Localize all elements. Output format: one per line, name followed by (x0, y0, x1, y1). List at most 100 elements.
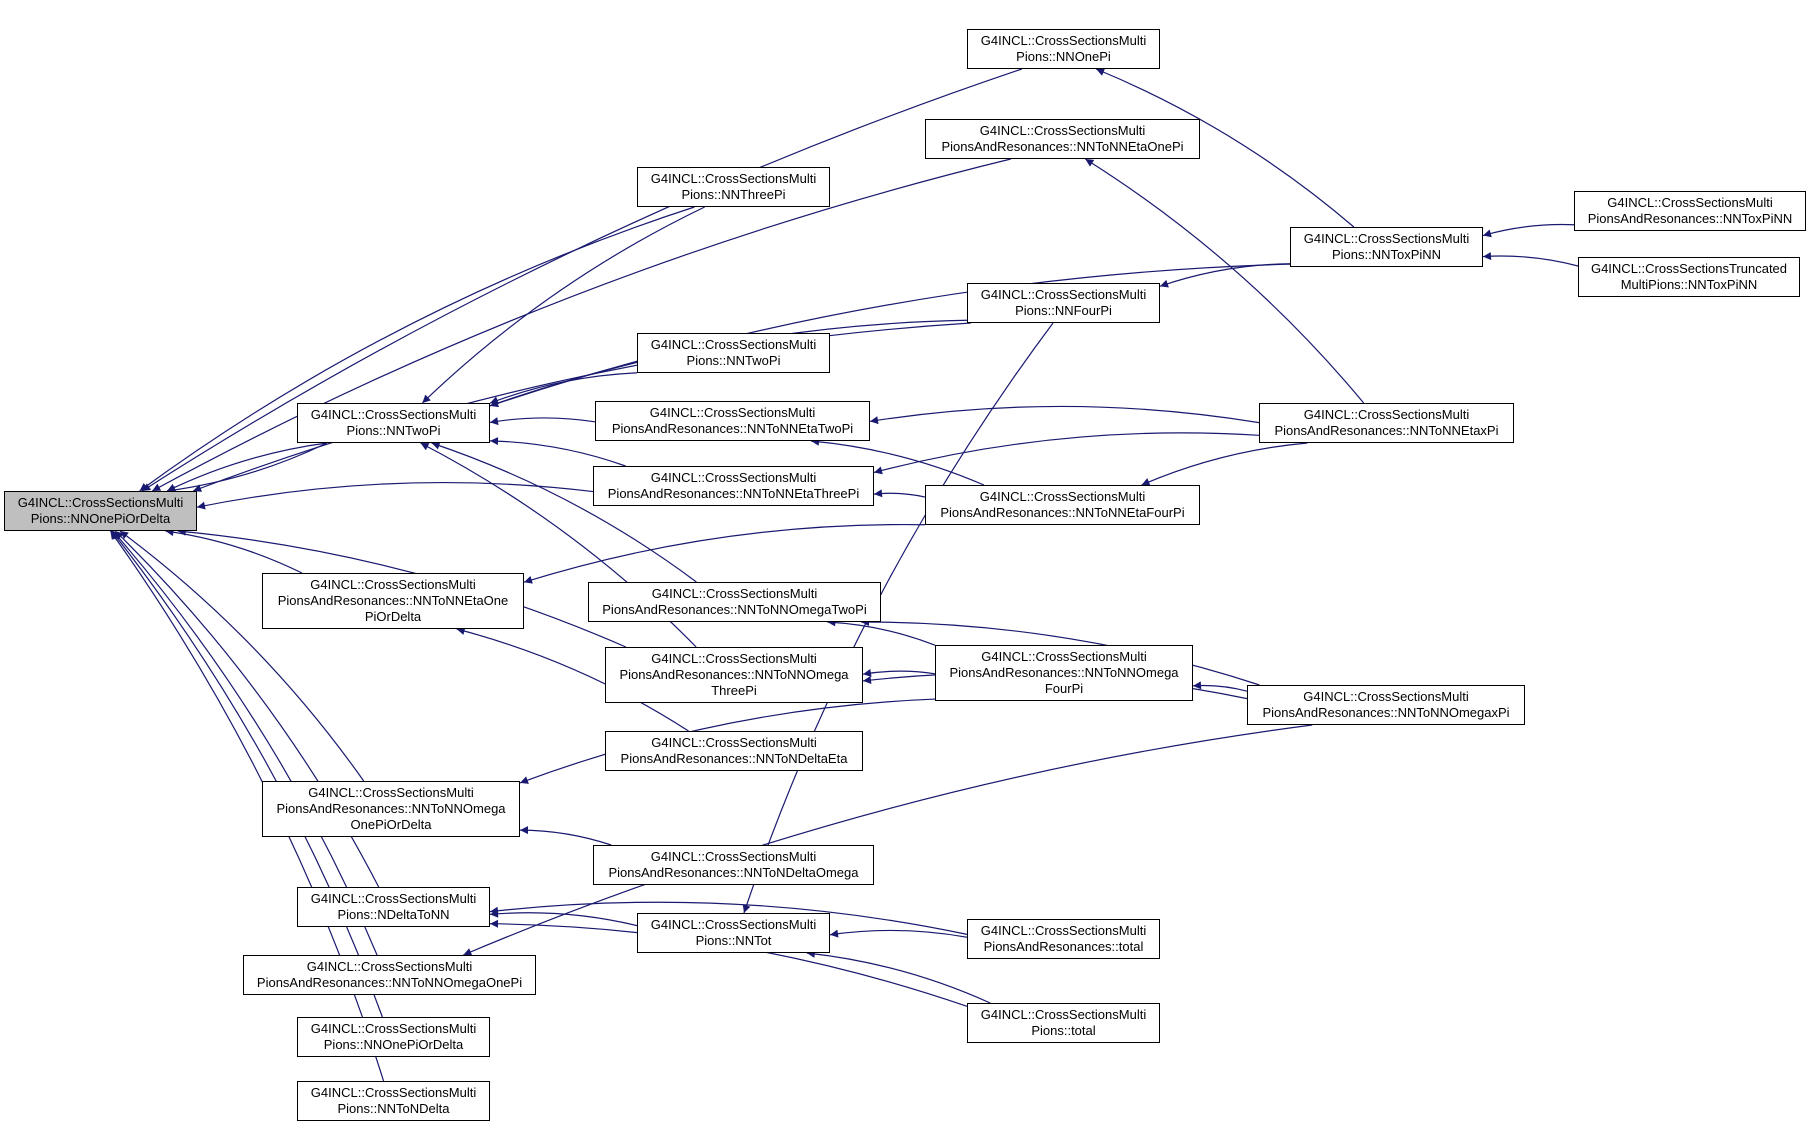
node-label-line: G4INCL::CrossSectionsMulti (980, 287, 1147, 302)
node-label-line: G4INCL::CrossSectionsMulti (650, 849, 817, 864)
node-label-line: PionsAndResonances::NNToNNEtaOne (277, 593, 509, 608)
edge-nntonnetathreepi-to-root (196, 481, 594, 510)
edge-nntonnomegaxpi-to-nntonnomegatwopi (861, 617, 1260, 686)
node-label-line: MultiPions::NNToxPiNN (1620, 277, 1758, 292)
edge-nnonepiordelta2-to-root (111, 530, 383, 1018)
node-label-line: Pions::NNOnePi (1016, 49, 1111, 64)
edge-nnthreepi-to-nntwopi (421, 206, 705, 404)
node-label-line: Pions::NNTwoPi (686, 353, 781, 368)
node-label-line: Pions::total (1031, 1023, 1096, 1038)
node-label-line: G4INCL::CrossSectionsMulti (981, 649, 1147, 664)
node-label-line: OnePiOrDelta (350, 817, 432, 832)
node-label-line: Pions::NNToxPiNN (1331, 247, 1442, 262)
edge-nntonnetathreepi-to-nntwopi (489, 437, 626, 467)
node-label-line: Pions::NNThreePi (681, 187, 786, 202)
edge-nntonnomegaonepiordelta-to-root (119, 530, 365, 782)
node-label-line: G4INCL::CrossSectionsMulti (651, 735, 817, 750)
node-label-line: G4INCL::CrossSectionsMulti (310, 1085, 477, 1100)
node-label-line: G4INCL::CrossSectionsMulti (651, 586, 818, 601)
node-label-line: PionsAndResonances::NNToNNEtaxPi (1274, 423, 1499, 438)
node-label-line: PionsAndResonances::NNToNNEtaFourPi (940, 505, 1185, 520)
edge-nntonnetaxpi-to-nntonnetathreepi (873, 432, 1260, 475)
node-label-line: Pions::NNTwoPi (346, 423, 441, 438)
node-label-line: PionsAndResonances::NNToNNEtaTwoPi (611, 421, 854, 436)
node-label-line: PionsAndResonances::NNToNNOmegaTwoPi (602, 602, 867, 617)
node-label-line: PionsAndResonances::NNToNNEtaThreePi (607, 486, 860, 501)
edge-nntoxpinn-to-nnfourpi (1159, 263, 1291, 288)
edge-nntondeltaomega-to-nntonnomegaonepiordelta (519, 826, 612, 846)
node-label-line: G4INCL::CrossSectionsMulti (651, 651, 817, 666)
edge-nntwopi_mid-to-nntwopi (489, 372, 638, 405)
node-label-line: G4INCL::CrossSectionsMulti (310, 891, 477, 906)
node-label-line: PionsAndResonances::NNToNDeltaEta (620, 751, 848, 766)
node-label-line: G4INCL::CrossSectionsMulti (980, 923, 1147, 938)
edge-pions_total-to-nntot (806, 949, 991, 1004)
node-label-line: G4INCL::CrossSectionsMulti (650, 171, 817, 186)
node-label-line: G4INCL::CrossSectionsMulti (310, 577, 476, 592)
node-label-line: G4INCL::CrossSectionsMulti (17, 495, 184, 510)
node-label-line: PionsAndResonances::NNToNDeltaOmega (608, 865, 859, 880)
edge-res_total-to-ndeltatonn (489, 901, 968, 935)
node-label-line: G4INCL::CrossSectionsMulti (1303, 231, 1470, 246)
node-label-line: G4INCL::CrossSectionsMulti (650, 337, 817, 352)
node-label-line: G4INCL::CrossSectionsMulti (306, 959, 473, 974)
edge-nntonnomegaxpi-to-nntonnomegaonepi (463, 724, 1313, 956)
edge-nntoxpinn-to-nnonepi (1095, 68, 1355, 228)
edge-nntonnetafourpi-to-nntonnetathreepi (873, 489, 926, 498)
node-label-line: PionsAndResonances::NNToxPiNN (1587, 211, 1793, 226)
edge-nntoxpinn-to-nntwopi (489, 263, 1291, 408)
edge-nntonnetaxpi-to-nntonnetaonepi (1085, 158, 1365, 404)
node-label-line: G4INCL::CrossSectionsMulti (1303, 689, 1469, 704)
edge-nntwopi-to-root (166, 442, 327, 492)
edge-nntonnetaonepiordelta-to-root (165, 528, 303, 574)
edge-nntonnomegafourpi-to-nntonnomegathreepi (862, 668, 936, 677)
node-label-line: PionsAndResonances::NNToNNOmega (276, 801, 506, 816)
node-label-line: Pions::NDeltaToNN (337, 907, 450, 922)
node-label-line: Pions::NNTot (695, 933, 772, 948)
edge-nntonnomegatwopi-to-nntwopi (431, 441, 697, 583)
node-label-line: G4INCL::CrossSectionsTruncated (1590, 261, 1788, 276)
node-label-line: G4INCL::CrossSectionsMulti (979, 123, 1146, 138)
edge-nnfourpi-to-root (192, 322, 971, 492)
edge-nntonnetatwopi-to-nntwopi (489, 417, 596, 426)
edge-nntonnomegathreepi-to-root (177, 527, 627, 648)
node-label-line: G4INCL::CrossSectionsMulti (308, 785, 474, 800)
node-label-line: G4INCL::CrossSectionsMulti (649, 405, 816, 420)
edge-nntonnetafourpi-to-nntonnetaonepiordelta (523, 523, 926, 584)
node-label-line: PionsAndResonances::NNToNNOmegaxPi (1262, 705, 1510, 720)
edge-nntonnomegaxpi-to-nntonnomegafourpi (1192, 681, 1248, 692)
edge-nntonnomegafourpi-to-nntonnomegaonepiordelta (519, 698, 936, 784)
node-label-line: G4INCL::CrossSectionsMulti (650, 917, 817, 932)
node-label-line: G4INCL::CrossSectionsMulti (310, 1021, 477, 1036)
